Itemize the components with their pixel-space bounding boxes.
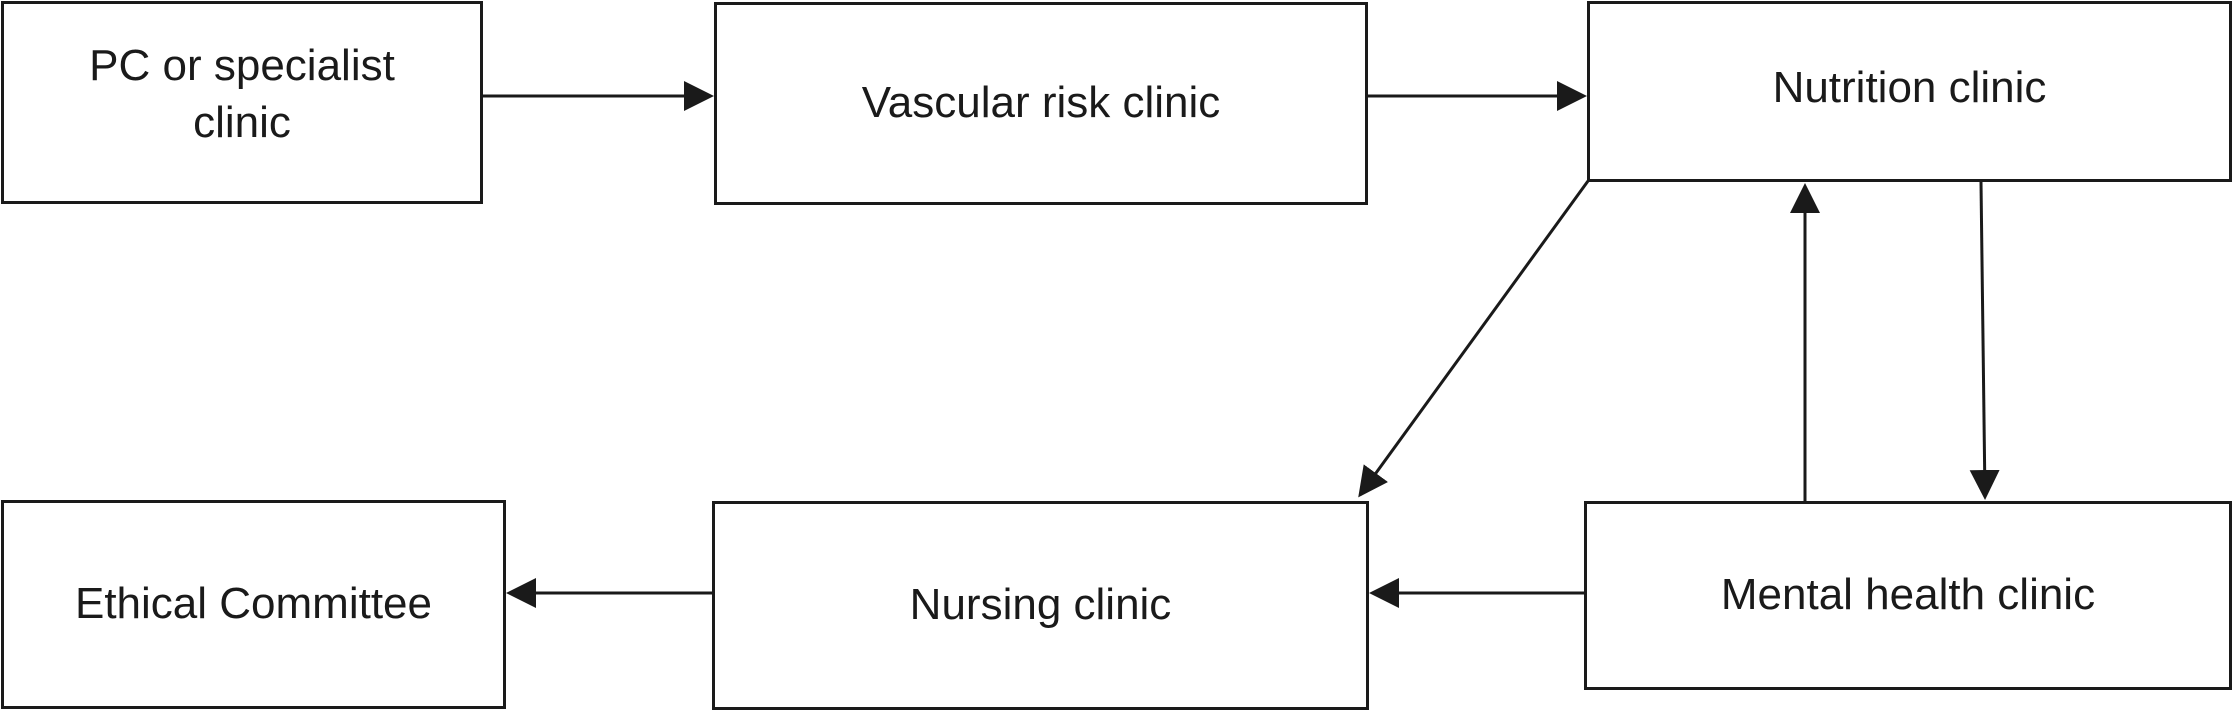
node-nursing-clinic: Nursing clinic <box>712 501 1369 710</box>
edge-nutrition-to-nursing <box>1358 180 1590 498</box>
node-mental-health-clinic: Mental health clinic <box>1584 501 2232 690</box>
node-nutrition-label: Nutrition clinic <box>1772 63 2047 113</box>
node-ethical-committee: Ethical Committee <box>1 500 506 709</box>
node-vascular-label: Vascular risk clinic <box>861 78 1221 128</box>
node-vascular-risk-clinic: Vascular risk clinic <box>714 2 1368 205</box>
node-pc-or-specialist-clinic: PC or specialist clinic <box>1 1 483 204</box>
node-nursing-label: Nursing clinic <box>909 580 1172 630</box>
node-pc-label: PC or specialist clinic <box>89 41 395 147</box>
node-nutrition-clinic: Nutrition clinic <box>1587 1 2232 182</box>
node-ethical-label: Ethical Committee <box>74 579 432 629</box>
edge-nutrition-to-mental <box>1969 181 2000 500</box>
node-mental-label: Mental health clinic <box>1720 570 2096 620</box>
